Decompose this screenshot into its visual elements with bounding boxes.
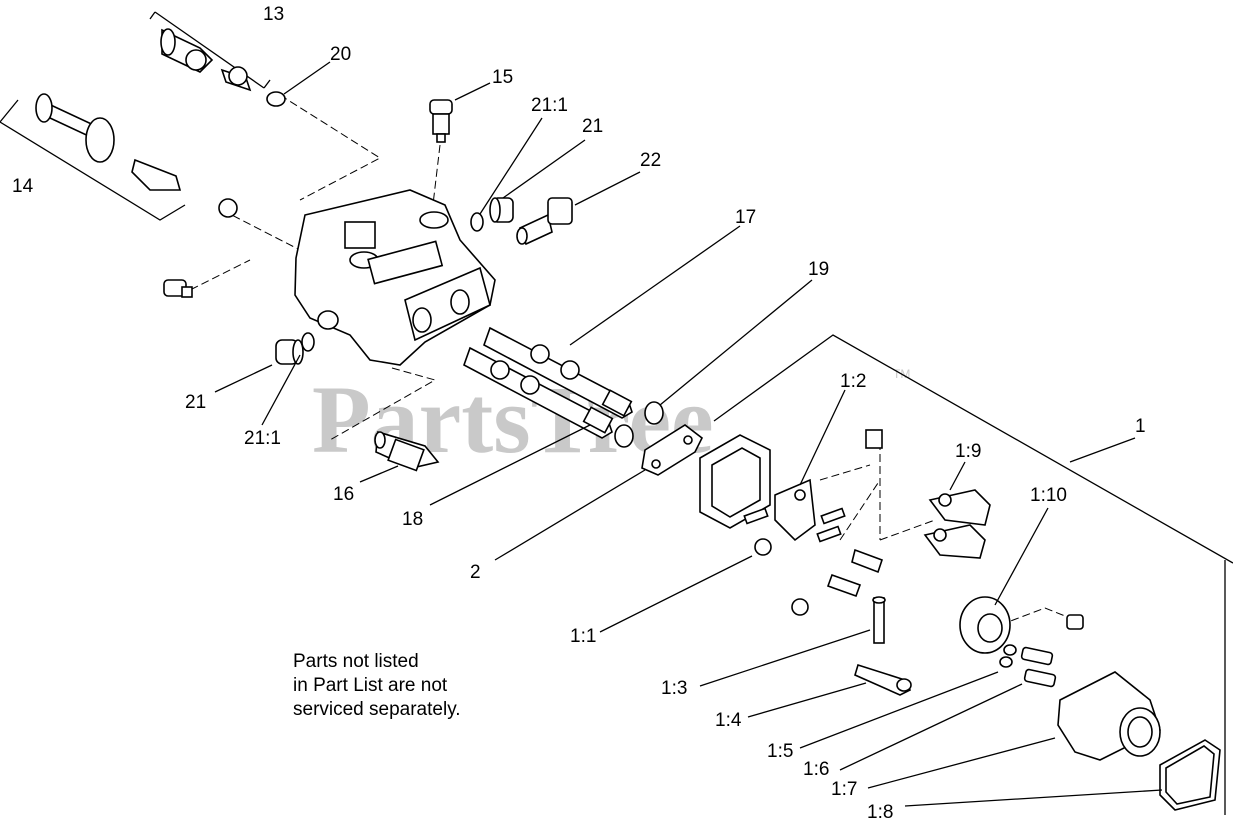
callout-1-10: 1:10 bbox=[1030, 485, 1067, 506]
callout-16: 16 bbox=[333, 484, 354, 505]
leader-lines bbox=[214, 61, 1163, 807]
callout-1-2: 1:2 bbox=[840, 371, 866, 392]
valve-body bbox=[294, 189, 496, 366]
part-21-1-o-ring-left bbox=[301, 332, 315, 352]
group-bracket-14 bbox=[0, 99, 186, 221]
part-1-7-boot bbox=[1057, 671, 1161, 761]
part-16-valve-cartridge bbox=[374, 430, 440, 472]
group-bracket-1 bbox=[713, 334, 1233, 815]
part-1-5-1-6-fasteners bbox=[999, 644, 1057, 688]
part-1-10-cover-cap bbox=[959, 596, 1084, 654]
part-2-gasket bbox=[641, 424, 704, 476]
hardware-screws bbox=[743, 429, 883, 616]
part-18-spool bbox=[463, 346, 614, 439]
callout-1: 1 bbox=[1135, 416, 1146, 437]
callout-1-9: 1:9 bbox=[955, 441, 981, 462]
part-13-relief-valve bbox=[160, 28, 252, 92]
part-21-plug-top bbox=[489, 197, 514, 223]
callout-1-7: 1:7 bbox=[831, 779, 857, 800]
callout-20: 20 bbox=[330, 44, 351, 65]
service-note-line-2: in Part List are not bbox=[293, 675, 448, 696]
callout-1-8: 1:8 bbox=[867, 802, 893, 823]
callout-17: 17 bbox=[735, 207, 756, 228]
callout-1-4: 1:4 bbox=[715, 710, 742, 731]
part-20-o-ring bbox=[266, 91, 286, 107]
part-1-3-pin bbox=[872, 596, 886, 644]
callout-21-top: 21 bbox=[582, 116, 603, 137]
callout-21-1-top: 21:1 bbox=[531, 95, 568, 116]
service-note-line-1: Parts not listed bbox=[293, 651, 419, 672]
part-14-valve-assembly bbox=[35, 93, 182, 191]
part-1-4-rod-end bbox=[854, 663, 912, 696]
plug-left bbox=[163, 279, 193, 298]
callout-22: 22 bbox=[640, 150, 661, 171]
callout-21-left: 21 bbox=[185, 392, 206, 413]
callout-1-5: 1:5 bbox=[767, 741, 793, 762]
part-15-plug bbox=[429, 99, 453, 143]
part-19-washer bbox=[644, 401, 664, 425]
callout-21-1-left: 21:1 bbox=[244, 428, 281, 449]
callout-14: 14 bbox=[12, 176, 34, 197]
part-1-8-seal bbox=[1159, 739, 1221, 811]
callout-13: 13 bbox=[263, 4, 284, 25]
washer bbox=[614, 424, 634, 448]
control-housing-plate bbox=[699, 434, 771, 529]
part-21-1-o-ring-top bbox=[470, 212, 484, 232]
o-ring bbox=[218, 198, 238, 218]
part-22-fitting bbox=[516, 197, 573, 246]
callout-18: 18 bbox=[402, 509, 423, 530]
callout-19: 19 bbox=[808, 259, 829, 280]
part-1-2-bracket bbox=[774, 478, 816, 542]
callout-1-3: 1:3 bbox=[661, 678, 687, 699]
callout-1-1: 1:1 bbox=[570, 626, 596, 647]
service-note: Parts not listed in Part List are not se… bbox=[293, 650, 461, 722]
part-21-plug-left bbox=[275, 339, 304, 365]
callout-15: 15 bbox=[492, 67, 513, 88]
callout-2: 2 bbox=[470, 562, 481, 583]
service-note-line-3: serviced separately. bbox=[293, 699, 461, 720]
callout-1-6: 1:6 bbox=[803, 759, 829, 780]
part-17-spool bbox=[483, 326, 633, 419]
part-1-9-ball-joints bbox=[923, 489, 991, 559]
link-arms bbox=[826, 548, 884, 598]
